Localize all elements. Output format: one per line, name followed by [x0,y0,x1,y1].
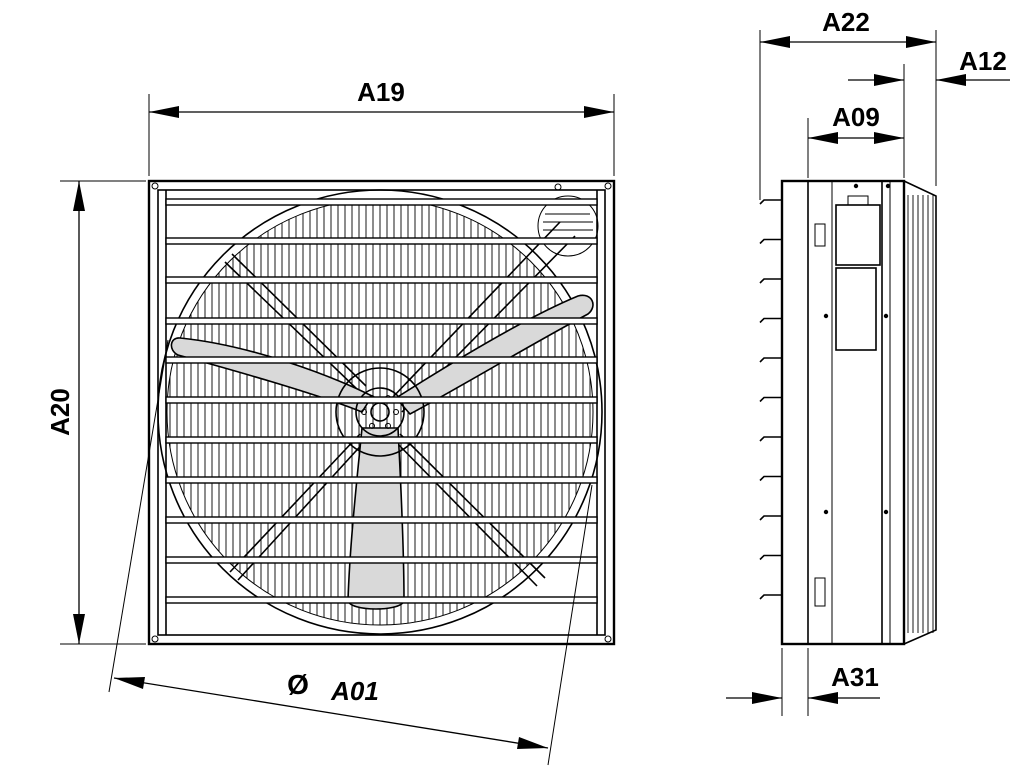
louver-hook [759,594,782,600]
louver-slat [165,276,598,284]
label-a01: A01 [330,676,379,706]
louver-slat [165,317,598,325]
louver-hook [759,357,782,363]
front-frame-outer [147,179,616,646]
louver-slat [165,476,598,484]
rivet [853,183,859,189]
drive-belt-upper [391,221,561,399]
side-motor-top [835,204,881,266]
louver-hook [759,475,782,482]
fan-blade-upper-right [394,294,594,416]
label-a20: A20 [45,388,75,436]
strut-bottom-left [229,433,361,573]
louver-hook [759,554,782,561]
fan-hub-inner [355,387,405,437]
side-grille-frame [903,180,937,645]
louver-hook [759,199,782,205]
louver-slat [165,237,598,245]
hub-bolt [369,422,375,429]
dimension-depth-a09: A09 [807,102,904,178]
bolt [604,182,612,190]
side-handle-bottom [814,577,826,607]
louver-hook [759,396,782,403]
louver-slat [165,516,598,524]
louver-hook [759,436,782,442]
louver-hook [759,317,782,324]
strut-bottom-right [399,433,546,579]
side-handle-top [814,223,826,247]
fan-hub-outer [335,367,425,457]
bolt [151,182,159,190]
side-motor-cap [847,195,869,206]
louver-slat [165,396,598,404]
label-a31: A31 [831,662,879,692]
label-a22: A22 [822,7,870,37]
side-body [780,179,906,646]
louver-hook [759,515,782,521]
side-louver-hooks [759,199,782,600]
side-rivets [823,183,891,515]
bolt [151,635,159,643]
hub-bolt [393,409,399,415]
louver-hook [759,238,782,245]
label-a12: A12 [959,46,1007,76]
louver-slat [165,356,598,364]
dimension-depth-total: A22 [759,7,937,200]
hub-bolt [385,422,391,429]
rivet [883,509,889,515]
louver-slat [165,596,598,604]
bolt [554,183,562,191]
bolt [604,635,612,643]
rivet [883,313,889,319]
louver-slat [165,556,598,564]
strut-bottom-right-2 [393,439,538,587]
dimension-depth-a12: A12 [848,46,1010,178]
side-view [759,179,937,646]
rivet [823,509,829,515]
front-view [147,179,616,646]
motor-fins [543,213,593,239]
louver-slats [165,198,598,604]
side-motor-body [835,267,877,351]
hub-bolt [361,409,367,415]
louver-slat [165,198,598,206]
frame-corner-bolts [151,182,612,643]
label-a19: A19 [357,77,405,107]
louver-slat [165,436,598,444]
louver-hook [759,278,782,284]
rivet [823,313,829,319]
dimension-height: A20 [45,180,146,645]
dimension-width: A19 [148,77,615,176]
motor-housing [537,195,599,257]
fan-ring-outer [157,189,603,635]
rivet [885,183,891,189]
dimension-depth-a31: A31 [726,648,880,716]
dimension-diameter: Ø A01 [108,339,593,766]
label-a09: A09 [832,102,880,132]
side-grille [907,195,934,633]
diameter-symbol: Ø [287,669,309,700]
